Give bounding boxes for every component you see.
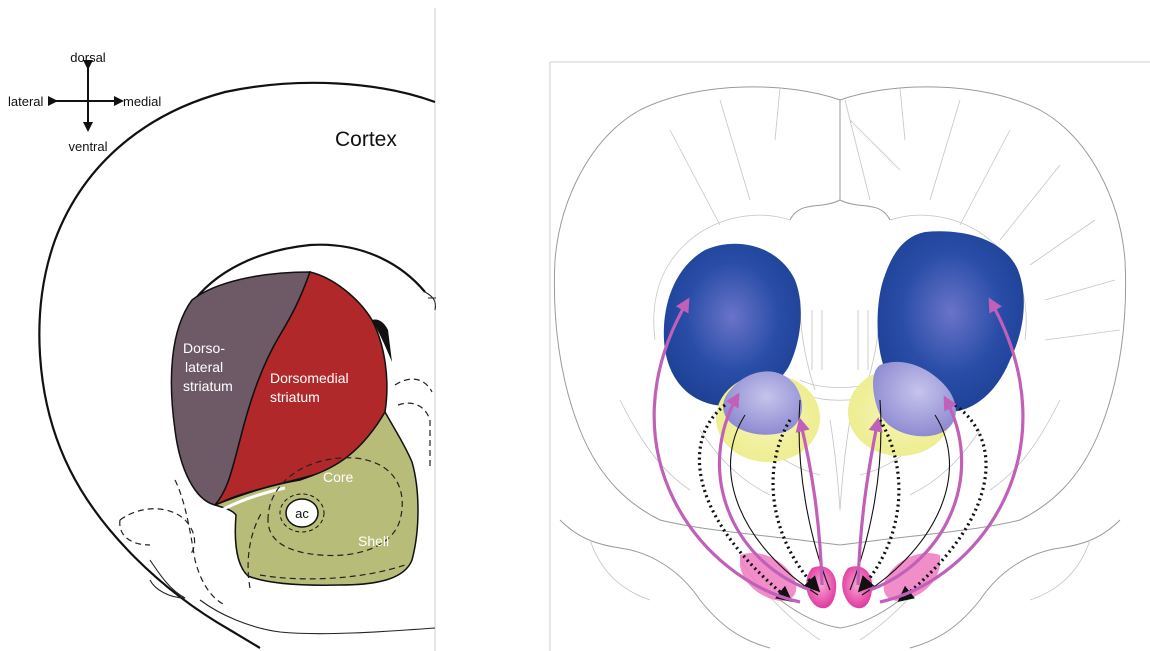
orientation-compass: dorsal ventral lateral medial [8,50,161,154]
right-panel [550,62,1150,651]
ventricle-outline [425,292,436,310]
left-panel: dorsal ventral lateral medial [8,8,436,651]
ventral-label: ventral [68,139,107,154]
shell-label: Shell [358,533,389,549]
ventral-dashed-structure-1 [120,509,195,555]
core-label: Core [323,469,354,485]
lateral-curve [150,560,185,598]
dorsolateral-label-line2: lateral [185,359,223,375]
medial-label: medial [123,94,161,109]
lateral-label: lateral [8,94,44,109]
dorsolateral-label-line1: Dorso- [183,340,225,356]
ventral-brain-outlines [560,520,1120,648]
cortex-label: Cortex [335,128,397,151]
midline-fissure [790,100,890,220]
dorsomedial-label-line1: Dorsomedial [270,370,349,386]
ac-label: ac [295,506,309,521]
ventral-contour [200,600,435,634]
dorsal-label: dorsal [70,50,106,65]
dorsomedial-label-line2: striatum [270,389,320,405]
dorsolateral-label-line3: striatum [183,378,233,394]
midbrain-lateral-right [884,553,940,601]
